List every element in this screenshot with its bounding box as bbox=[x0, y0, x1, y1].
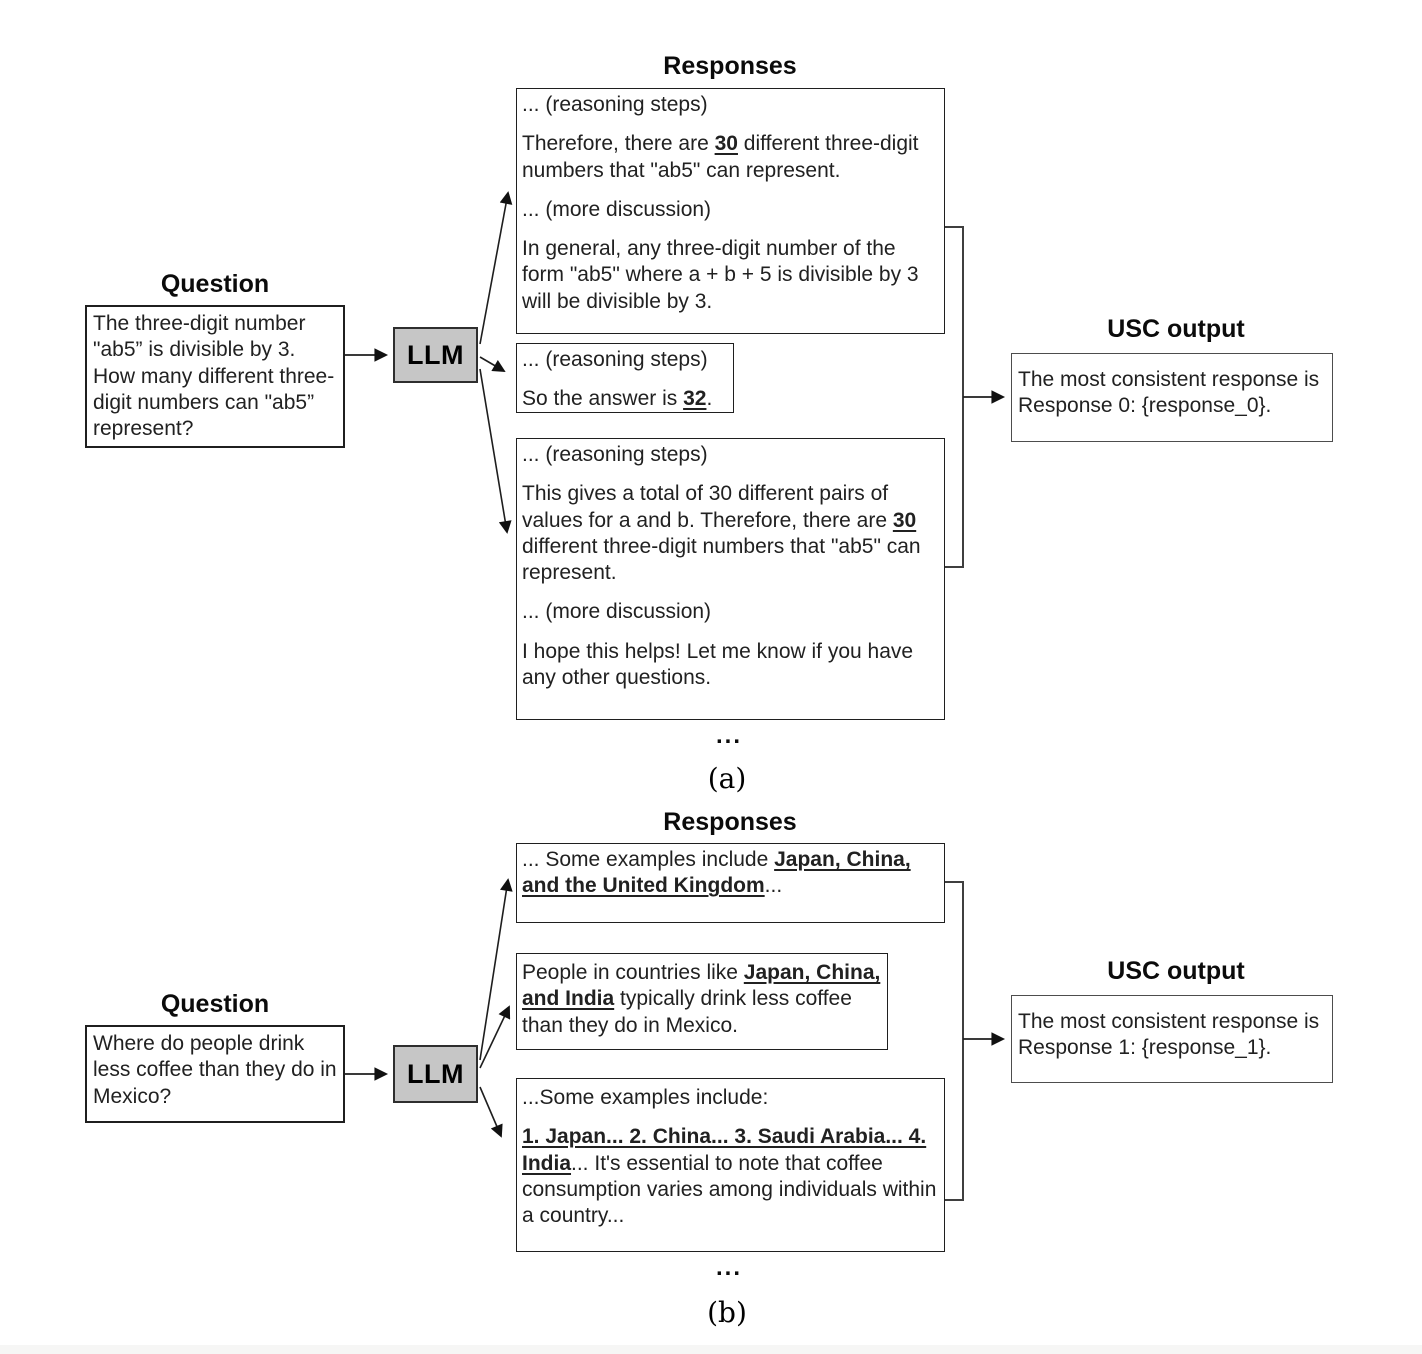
bottom-strip bbox=[0, 1345, 1422, 1354]
arrow-llm-to-response2-b bbox=[479, 1005, 511, 1069]
response-box-a1: ... (reasoning steps)So the answer is 32… bbox=[516, 343, 734, 413]
arrow-llm-to-response3-a bbox=[479, 368, 512, 534]
responses-header-a: Responses bbox=[663, 52, 797, 80]
question-header-a: Question bbox=[160, 270, 270, 298]
usc-output-box-a: The most consistent response is Response… bbox=[1011, 353, 1333, 442]
question-box-b: Where do people drink less coffee than t… bbox=[85, 1025, 345, 1123]
response-box-b2: ...Some examples include:1. Japan... 2. … bbox=[516, 1078, 945, 1252]
arrow-llm-to-response1-a bbox=[479, 191, 513, 345]
llm-box-a: LLM bbox=[393, 327, 478, 383]
caption-b: (b) bbox=[707, 1296, 747, 1329]
arrow-llm-to-response3-b bbox=[479, 1086, 503, 1138]
arrow-llm-to-response1-b bbox=[479, 878, 513, 1061]
llm-box-b: LLM bbox=[393, 1045, 478, 1103]
bracket-responses-a bbox=[945, 226, 964, 568]
ellipsis-a: ... bbox=[715, 722, 743, 749]
response-box-b0: ... Some examples include Japan, China, … bbox=[516, 843, 945, 923]
arrow-llm-to-response2-a bbox=[479, 356, 506, 372]
bracket-responses-b bbox=[945, 881, 964, 1201]
usc-output-box-b: The most consistent response is Response… bbox=[1011, 995, 1333, 1083]
response-box-a2: ... (reasoning steps)This gives a total … bbox=[516, 438, 945, 720]
question-box-a: The three-digit number "ab5” is divisibl… bbox=[85, 305, 345, 448]
question-header-b: Question bbox=[160, 990, 270, 1018]
response-box-a0: ... (reasoning steps)Therefore, there ar… bbox=[516, 88, 945, 334]
usc-header-a: USC output bbox=[1107, 315, 1245, 343]
responses-header-b: Responses bbox=[663, 808, 797, 836]
usc-header-b: USC output bbox=[1107, 957, 1245, 985]
response-box-b1: People in countries like Japan, China, a… bbox=[516, 953, 888, 1050]
ellipsis-b: ... bbox=[715, 1254, 743, 1281]
caption-a: (a) bbox=[707, 762, 747, 795]
